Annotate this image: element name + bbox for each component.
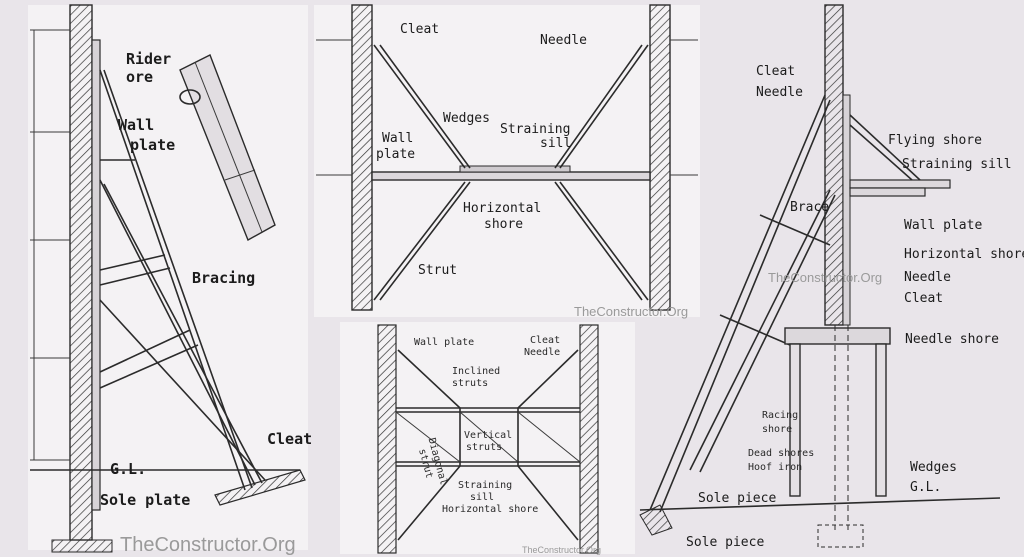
label-cleat-a: Cleat [267,430,312,448]
horizontal-shore-b [371,171,651,181]
label-straining-sill-b-l2: sill [540,136,571,151]
label-needle-shore: Needle shore [905,332,999,347]
label-inclined-struts-l1: Inclined [452,366,500,377]
label-wall-plate-b-l1: Wall [382,131,413,146]
label-dead-shores: Dead shores [748,448,814,459]
wall-a [69,4,93,541]
label-rider-shore-l2: ore [126,68,153,86]
label-flying-shore: Flying shore [888,133,982,148]
timber-detail [179,54,276,241]
label-cleat-d: Cleat [756,64,795,79]
label-cleat-needle-c-l1: Cleat [530,335,560,346]
label-wall-plate-a: Wall plate [118,116,175,154]
members-c [395,349,581,541]
label-wall-plate-a-l1: Wall [118,116,154,134]
label-straining-sill-c-l2: sill [470,492,494,503]
label-straining-sill-d: Straining sill [902,157,1012,172]
footing-d [817,524,864,548]
wall-c-right [579,324,599,554]
label-inclined-struts-l2: struts [452,378,488,389]
label-needle-d: Needle [756,85,803,100]
wall-b-right [649,4,671,311]
label-wedges-b: Wedges [443,111,490,126]
label-needle-b: Needle [540,33,587,48]
sole-plate-a [214,469,306,506]
racing-shores-d [649,94,836,513]
label-wall-plate-a-l2: plate [130,136,175,154]
label-horizontal-shore-b-l1: Horizontal [463,201,541,216]
label-straining-sill-c-l1: Straining [458,480,512,491]
label-cleat-b: Cleat [400,22,439,37]
footing-a [51,539,113,553]
label-needle2-d: Needle [904,270,951,285]
figure-dead-shore: Cleat Needle Flying shore Straining sill… [639,4,1024,550]
label-straining-sill-b-l1: Straining [500,122,570,137]
struts-b [373,44,649,301]
label-racing-shore-l1: Racing [762,410,798,421]
label-horizontal-shore-c: Horizontal shore [442,504,538,515]
label-sole-piece2-d: Sole piece [686,535,764,550]
label-wall-plate-d: Wall plate [904,218,982,233]
wall-c-left [377,324,397,554]
wall-plate-a [91,39,101,511]
label-bracing: Bracing [192,269,255,287]
watermark-bottom: TheConstructor.Org [522,545,601,555]
label-racing-shore-l2: shore [762,424,792,435]
ground-line-d [639,497,1001,511]
dead-shore-right [875,343,887,497]
label-rider-shore-l1: Rider [126,50,171,68]
straining-sill-d [849,179,951,189]
watermark-right: TheConstructor.Org [768,270,882,285]
label-gl-a: G.L. [110,460,146,478]
label-wedges-d: Wedges [910,460,957,475]
label-wall-plate-b-l2: plate [376,147,415,162]
dead-shore-left [789,343,801,497]
needle-beam [784,327,891,345]
bracing-members [99,159,199,389]
label-racing-shore: Racing shore [762,410,798,435]
watermark-main: TheConstructor.Org [120,534,296,556]
label-hoof-iron: Hoof iron [748,462,802,473]
label-cleat2-d: Cleat [904,291,943,306]
floor-lines-a [30,29,70,461]
label-gl-d: G.L. [910,480,941,495]
horizontal-shore-d [849,187,926,197]
label-horizontal-shore-d: Horizontal shore [904,247,1024,262]
wall-plate-d [842,94,851,326]
straining-sill-b [459,165,571,173]
wall-b-left [351,4,373,311]
label-sole-piece-d: Sole piece [698,491,776,506]
label-cleat-needle-c-l2: Needle [524,347,560,358]
label-horizontal-shore-b-l2: shore [484,217,523,232]
label-wall-plate-c: Wall plate [414,337,474,348]
label-strut-b: Strut [418,263,457,278]
label-brace: Brace [790,200,829,215]
sole-piece-d [639,504,673,536]
panel-b-background [314,5,700,317]
label-sole-plate: Sole plate [100,491,190,509]
label-vertical-struts-l2: struts [466,442,502,453]
label-vertical-struts-l1: Vertical [464,430,512,441]
watermark-middle: TheConstructor.Org [574,304,688,319]
